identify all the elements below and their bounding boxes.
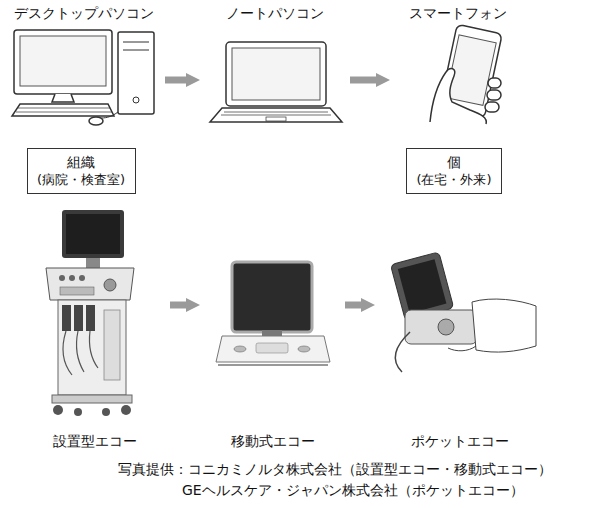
node-label: (病院・検査室) [37, 172, 125, 189]
laptop-icon [210, 108, 342, 122]
flow-arrow [170, 302, 186, 309]
desktop-pc-icon [123, 50, 149, 51]
portable-ultrasound-figure [234, 346, 246, 352]
desktop-pc-icon [14, 30, 112, 94]
device-node: ノートパソコン [205, 4, 345, 126]
cart-ultrasound-figure [86, 258, 100, 268]
cart-ultrasound-figure [121, 405, 131, 415]
desktop-pc-icon [20, 36, 106, 86]
device-node: 移動式エコー [205, 255, 340, 450]
portable-ultrasound-figure [256, 343, 288, 353]
pocket-ultrasound-figure [413, 274, 429, 298]
cart-ultrasound-figure [63, 331, 98, 375]
cart-ultrasound-figure [52, 395, 132, 403]
cart-ultrasound-figure [69, 275, 75, 281]
cart-ultrasound-figure [53, 405, 63, 415]
cart-ultrasound-figure [62, 305, 71, 331]
cart-ultrasound-figure [62, 210, 124, 258]
pocket-ultrasound-figure [438, 319, 454, 335]
device-node: 設置型エコー [25, 205, 165, 450]
cart-ultrasound-figure [79, 275, 85, 281]
cart-ultrasound-figure [60, 287, 94, 295]
node-label: スマートフォン [409, 4, 507, 22]
desktop-pc-icon [12, 104, 114, 116]
cart-ultrasound-figure [66, 214, 120, 254]
laptop-icon [210, 42, 342, 122]
cart-ultrasound-figure [58, 300, 126, 395]
cart-ultrasound-figure [104, 310, 120, 380]
cart-ultrasound-figure [46, 268, 134, 300]
desktop-pc-icon [89, 117, 103, 125]
flow-arrow [350, 77, 376, 84]
smartphone-icon [488, 78, 501, 88]
node-label: 個 [447, 153, 461, 171]
device-node: ポケットエコー [380, 245, 540, 450]
cart-ultrasound-figure [74, 408, 82, 416]
device-node: デスクトップパソコン [8, 4, 160, 126]
node-label: 組織 [67, 153, 95, 171]
portable-ultrasound-figure [216, 262, 330, 365]
desktop-pc-icon [16, 112, 112, 113]
cart-ultrasound-figure [102, 408, 110, 416]
category-box: 組織(病院・検査室) [27, 148, 136, 194]
flow-arrow [345, 302, 361, 309]
laptop-icon [221, 115, 331, 116]
cart-ultrasound-figure [46, 210, 134, 416]
pocket-ultrasound-figure [405, 310, 477, 344]
portable-ultrasound-figure [216, 336, 330, 362]
desktop-pc-icon [18, 108, 110, 109]
pocket-ultrasound-figure [448, 346, 476, 351]
desktop-pc-icon [123, 42, 149, 43]
pocket-ultrasound-figure [398, 259, 447, 313]
pocket-ultrasound-figure [390, 252, 536, 372]
portable-ultrasound-figure [298, 346, 310, 352]
desktop-pc-icon [133, 97, 139, 103]
laptop-icon [266, 117, 286, 121]
laptop-icon [224, 112, 328, 113]
photo-credit: 写真提供：コニカミノルタ株式会社（設置型エコー・移動式エコー） [118, 460, 552, 478]
flow-arrow [165, 77, 186, 84]
cart-ultrasound-figure [74, 305, 83, 331]
desktop-pc-icon [52, 94, 74, 102]
node-label: (在宅・外来) [416, 172, 491, 189]
smartphone-icon [485, 102, 499, 112]
device-node: スマートフォン [395, 4, 520, 126]
portable-ultrasound-figure [232, 262, 312, 332]
desktop-pc-icon [12, 30, 154, 125]
smartphone-icon [430, 24, 502, 124]
desktop-pc-icon [100, 112, 118, 118]
smartphone-icon [430, 69, 486, 124]
node-label: デスクトップパソコン [14, 4, 154, 22]
photo-credit: GEヘルスケア・ジャパン株式会社（ポケットエコー） [182, 481, 524, 499]
node-label: 移動式エコー [231, 432, 315, 450]
node-label: ノートパソコン [226, 4, 324, 22]
node-label: ポケットエコー [411, 432, 509, 450]
cart-ultrasound-figure [86, 305, 95, 331]
smartphone-icon [487, 90, 501, 100]
pocket-ultrasound-figure [472, 299, 536, 352]
cart-ultrasound-figure [104, 279, 116, 291]
laptop-icon [232, 48, 320, 100]
category-box: 個(在宅・外来) [406, 148, 502, 194]
portable-ultrasound-figure [218, 364, 328, 366]
pocket-ultrasound-figure [395, 332, 410, 372]
node-label: 設置型エコー [53, 432, 137, 450]
laptop-icon [226, 42, 326, 106]
desktop-pc-icon [118, 32, 154, 114]
cart-ultrasound-figure [59, 275, 65, 281]
